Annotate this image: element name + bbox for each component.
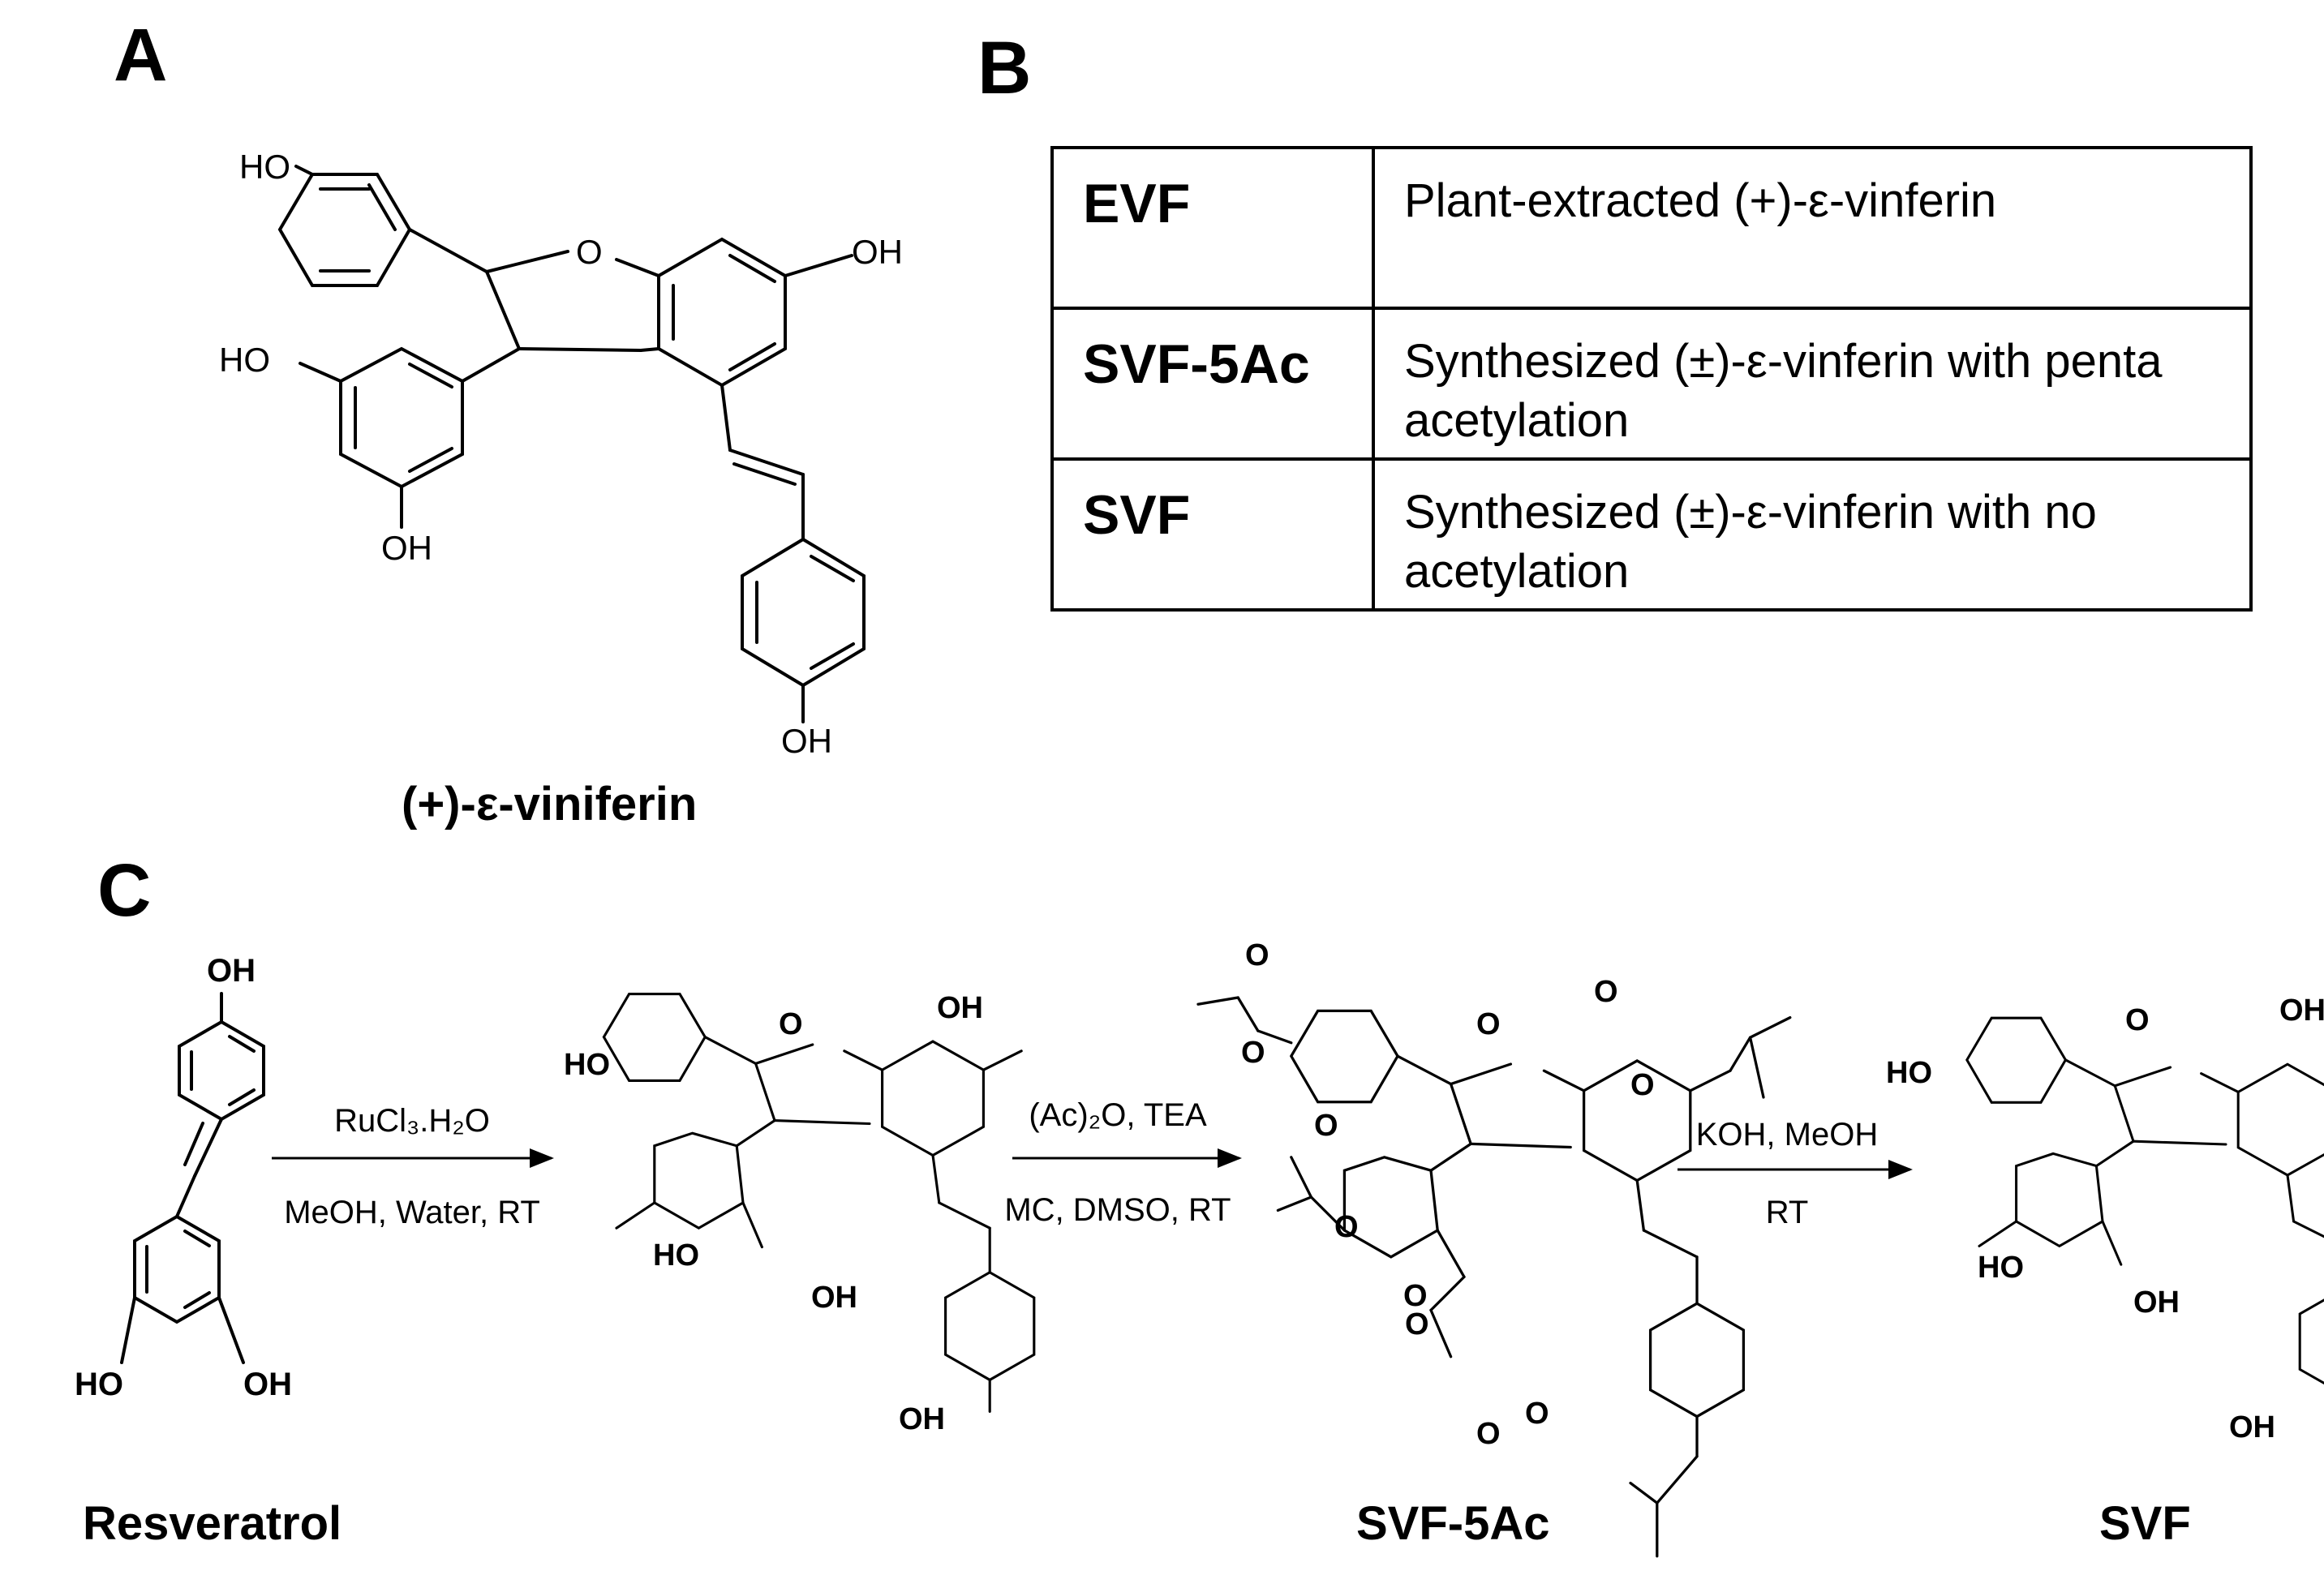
atom-label: HO [564, 1048, 610, 1082]
svf-caption: SVF [2099, 1497, 2191, 1550]
atom-label: O [1334, 1210, 1359, 1244]
reaction-step-1: RuCl₃.H₂O MeOH, Water, RT [272, 1103, 554, 1230]
table-row: EVF Plant-extracted (+)-ε-vinferin [1050, 146, 2253, 310]
atom-label: O [1630, 1068, 1655, 1102]
svf5ac-caption: SVF-5Ac [1356, 1497, 1550, 1550]
viniferin-caption: (+)-ε-viniferin [402, 778, 698, 830]
atom-label: O [1314, 1109, 1338, 1143]
reaction-step-3: KOH, MeOH RT [1677, 1117, 1913, 1230]
reagent-label: (Ac)₂O, TEA [1029, 1097, 1207, 1133]
atom-label: OH [381, 529, 432, 567]
atom-label: OH [207, 953, 256, 989]
resveratrol-structure [120, 992, 265, 1364]
viniferin-atom-labels: HO O OH HO OH OH [219, 148, 903, 760]
resveratrol-atom-labels: OH HO OH [75, 953, 292, 1402]
atom-label: OH [899, 1402, 945, 1436]
reagent-label: KOH, MeOH [1696, 1117, 1878, 1152]
table-row: SVF Synthesized (±)-ε-vinferin with no a… [1050, 457, 2253, 612]
abbr-cell: SVF-5Ac [1050, 307, 1375, 461]
atom-label: HO [1978, 1251, 2024, 1285]
atom-label: OH [2279, 994, 2324, 1028]
atom-label: O [1405, 1307, 1429, 1341]
atom-label: O [779, 1007, 803, 1041]
panel-label-b: B [977, 27, 1032, 109]
atom-label: OH [781, 722, 832, 760]
panel-label-c: C [97, 849, 152, 932]
desc-cell: Plant-extracted (+)-ε-vinferin [1372, 146, 2253, 310]
svf5ac-structure [1196, 996, 1792, 1558]
atom-label: O [1594, 975, 1618, 1009]
table-row: SVF-5Ac Synthesized (±)-ε-vinferin with … [1050, 307, 2253, 461]
svf-structure [1965, 1016, 2324, 1385]
atom-label: O [2125, 1003, 2150, 1037]
atom-label: HO [219, 341, 270, 379]
desc-cell: Synthesized (±)-ε-vinferin with no acety… [1372, 457, 2253, 612]
conditions-label: RT [1766, 1195, 1809, 1230]
desc-cell: Synthesized (±)-ε-vinferin with penta ac… [1372, 307, 2253, 461]
panel-label-a: A [114, 14, 168, 97]
atom-label: O [1245, 938, 1269, 972]
svf5ac-atom-labels: O O O O O O O O O O O [1241, 938, 1655, 1451]
conditions-label: MeOH, Water, RT [284, 1195, 540, 1230]
compound-definition-table: EVF Plant-extracted (+)-ε-vinferin SVF-5… [1050, 146, 2253, 612]
conditions-label: MC, DMSO, RT [1004, 1192, 1231, 1228]
abbr-cell: EVF [1050, 146, 1375, 310]
abbr-cell: SVF [1050, 457, 1375, 612]
atom-label: OH [243, 1367, 292, 1402]
atom-label: HO [653, 1238, 699, 1273]
atom-label: O [576, 233, 603, 271]
atom-label: OH [2229, 1410, 2275, 1444]
atom-label: HO [239, 148, 290, 186]
intermediate-atom-labels: HO O OH HO OH OH [564, 991, 983, 1436]
atom-label: HO [75, 1367, 123, 1402]
atom-label: O [1476, 1417, 1501, 1451]
atom-label: O [1525, 1397, 1549, 1431]
intermediate-viniferin-structure [602, 993, 1036, 1413]
resveratrol-caption: Resveratrol [83, 1497, 342, 1550]
reagent-label: RuCl₃.H₂O [334, 1103, 490, 1139]
atom-label: OH [937, 991, 983, 1025]
atom-label: HO [1886, 1056, 1932, 1090]
svf-atom-labels: HO O OH HO OH OH [1886, 994, 2324, 1444]
atom-label: O [1476, 1007, 1501, 1041]
atom-label: O [1403, 1279, 1428, 1313]
atom-label: OH [811, 1281, 857, 1315]
viniferin-structure [277, 165, 866, 723]
atom-label: O [1241, 1036, 1265, 1070]
atom-label: OH [2133, 1285, 2180, 1320]
reaction-step-2: (Ac)₂O, TEA MC, DMSO, RT [1004, 1097, 1242, 1228]
atom-label: OH [852, 233, 903, 271]
